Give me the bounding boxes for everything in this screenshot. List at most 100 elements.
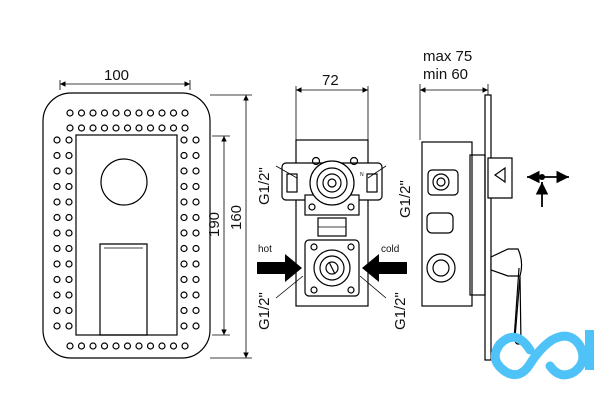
cold-label: cold: [381, 244, 399, 255]
perimeter-hole: [158, 124, 166, 132]
perimeter-hole: [53, 167, 61, 175]
perimeter-hole: [66, 109, 74, 117]
perimeter-hole: [146, 124, 155, 132]
perimeter-hole: [158, 342, 166, 350]
thread-label-lower-left: G1/2": [256, 292, 273, 330]
perimeter-hole: [192, 167, 200, 175]
perimeter-hole: [100, 124, 109, 132]
thread-label-lower-right: G1/2": [392, 292, 409, 330]
perimeter-hole: [53, 322, 61, 330]
perimeter-hole: [66, 124, 74, 132]
perimeter-hole: [65, 182, 73, 191]
perimeter-hole: [53, 260, 61, 268]
perimeter-hole: [77, 342, 86, 350]
dim-72-label: 72: [322, 72, 339, 89]
perimeter-hole: [192, 182, 200, 191]
min-depth-label: min 60: [423, 66, 468, 83]
perimeter-hole: [169, 342, 178, 350]
front-view: 100 190 160: [42, 67, 252, 359]
hot-label: hot: [258, 244, 272, 255]
dim-190-label: 190: [206, 212, 223, 237]
perimeter-hole: [180, 275, 188, 284]
perimeter-hole: [53, 275, 61, 284]
perimeter-hole: [146, 342, 155, 350]
perimeter-hole: [65, 306, 73, 315]
perimeter-hole: [53, 182, 61, 191]
valve-view: 72 N hot cold G1/2": [256, 72, 414, 330]
perimeter-hole: [53, 291, 61, 299]
lever-handle: [99, 243, 148, 336]
perimeter-hole: [65, 275, 73, 284]
perimeter-hole: [65, 291, 73, 299]
perimeter-hole: [180, 198, 188, 206]
perimeter-hole: [89, 109, 97, 117]
perimeter-hole: [112, 124, 120, 132]
perimeter-hole: [65, 260, 73, 268]
perimeter-hole: [66, 342, 74, 350]
perimeter-hole: [65, 136, 73, 144]
perimeter-hole: [100, 109, 109, 117]
perimeter-hole: [53, 136, 61, 144]
perimeter-hole: [180, 260, 188, 268]
perimeter-hole: [192, 306, 200, 315]
perimeter-hole: [123, 124, 132, 132]
perimeter-hole: [180, 213, 188, 222]
perimeter-hole: [65, 151, 73, 160]
perimeter-hole: [169, 109, 178, 117]
perimeter-hole: [180, 306, 188, 315]
perimeter-hole: [192, 151, 200, 160]
perimeter-hole: [192, 198, 200, 206]
perimeter-hole: [77, 109, 86, 117]
perimeter-hole: [180, 167, 188, 175]
perimeter-hole: [192, 136, 200, 144]
perimeter-hole: [181, 342, 189, 350]
perimeter-hole: [65, 213, 73, 222]
perimeter-hole: [180, 244, 188, 253]
perimeter-hole: [146, 109, 155, 117]
perimeter-hole: [65, 229, 73, 237]
perimeter-hole: [180, 136, 188, 144]
perimeter-hole: [112, 342, 120, 350]
perimeter-hole: [181, 109, 189, 117]
perimeter-hole: [135, 109, 143, 117]
perimeter-hole: [53, 244, 61, 253]
perimeter-hole: [112, 109, 120, 117]
perimeter-hole: [192, 229, 200, 237]
perimeter-hole: [192, 213, 200, 222]
perimeter-holes: [53, 109, 200, 350]
perimeter-hole: [180, 182, 188, 191]
perimeter-hole: [123, 342, 132, 350]
dim-160-label: 160: [228, 205, 245, 230]
perimeter-hole: [180, 229, 188, 237]
perimeter-hole: [53, 151, 61, 160]
perimeter-hole: [192, 322, 200, 330]
perimeter-hole: [77, 124, 86, 132]
perimeter-hole: [169, 124, 178, 132]
perimeter-hole: [53, 229, 61, 237]
side-view: max 75 min 60: [419, 48, 569, 361]
wall-plate: [484, 94, 492, 361]
perimeter-hole: [180, 322, 188, 330]
perimeter-hole: [65, 244, 73, 253]
perimeter-hole: [180, 291, 188, 299]
inner-plate: [75, 134, 178, 336]
watermark-logo: [490, 330, 594, 380]
outer-plate: [42, 92, 211, 359]
perimeter-hole: [65, 167, 73, 175]
perimeter-hole: [135, 342, 143, 350]
perimeter-hole: [158, 109, 166, 117]
side-body: [421, 141, 473, 307]
knob-circle: [100, 158, 148, 206]
perimeter-hole: [65, 198, 73, 206]
perimeter-hole: [192, 244, 200, 253]
perimeter-hole: [192, 260, 200, 268]
dim-width-label: 100: [104, 67, 129, 84]
perimeter-hole: [65, 322, 73, 330]
thread-label-upper-left: G1/2": [256, 167, 273, 205]
perimeter-hole: [192, 275, 200, 284]
perimeter-hole: [181, 124, 189, 132]
thread-label-upper-right: G1/2": [397, 180, 414, 218]
perimeter-hole: [100, 342, 109, 350]
perimeter-hole: [135, 124, 143, 132]
